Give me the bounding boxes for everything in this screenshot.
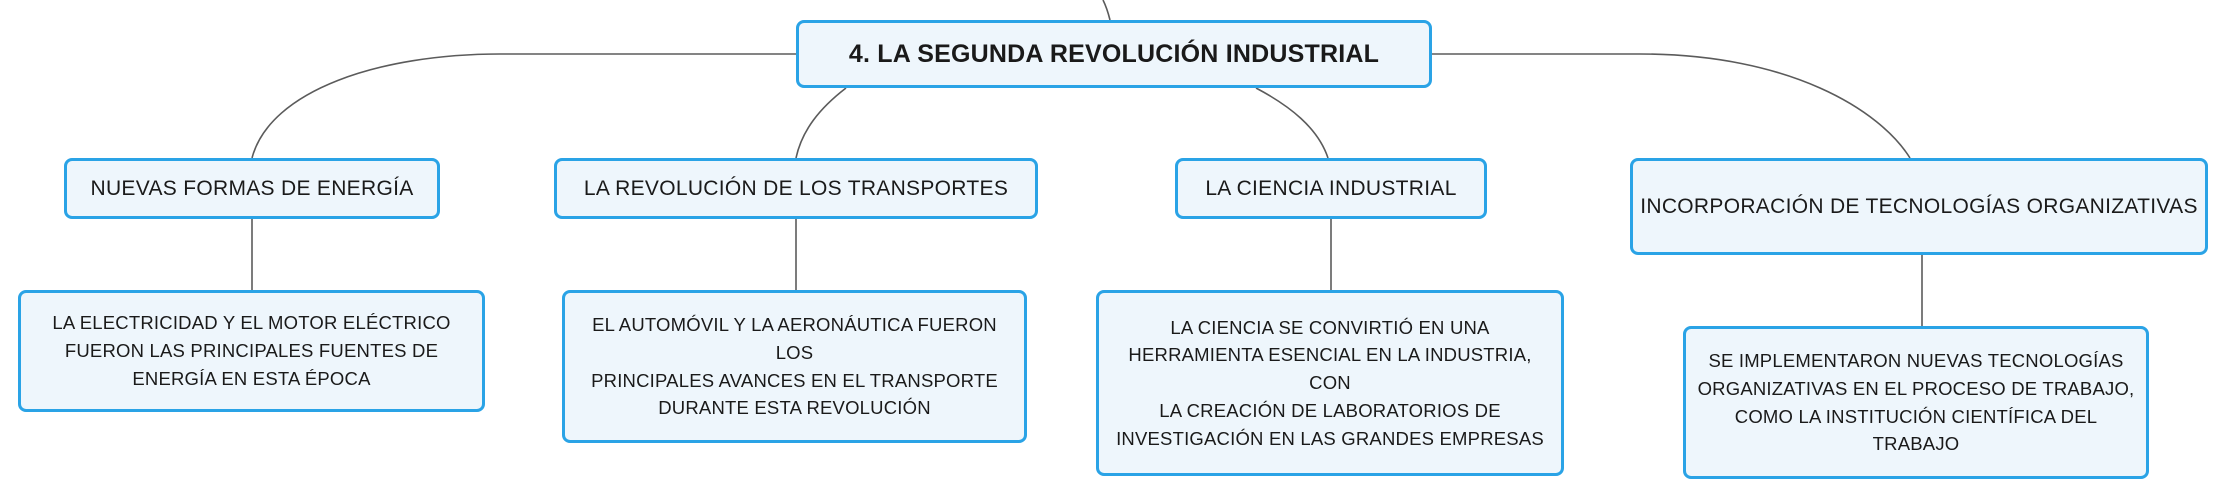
branch-label: LA REVOLUCIÓN DE LOS TRANSPORTES bbox=[583, 176, 1009, 200]
detail-line: HERRAMIENTA ESENCIAL EN LA INDUSTRIA, CO… bbox=[1128, 344, 1532, 394]
detail-line: LA CREACIÓN DE LABORATORIOS DE bbox=[1159, 399, 1501, 421]
detail-line: INVESTIGACIÓN EN LAS GRANDES EMPRESAS bbox=[1116, 427, 1544, 449]
detail-line: COMO LA INSTITUCIÓN CIENTÍFICA DEL TRABA… bbox=[1734, 405, 2098, 455]
connector-root-ciencia bbox=[1255, 87, 1329, 159]
detail-line: FUERON LAS PRINCIPALES FUENTES DE bbox=[64, 340, 439, 362]
detail-ciencia[interactable]: LA CIENCIA SE CONVIRTIÓ EN UNA HERRAMIEN… bbox=[1096, 290, 1564, 476]
detail-tecnologias[interactable]: SE IMPLEMENTARON NUEVAS TECNOLOGÍAS ORGA… bbox=[1683, 326, 2149, 479]
detail-line: DURANTE ESTA REVOLUCIÓN bbox=[658, 397, 931, 419]
detail-line: SE IMPLEMENTARON NUEVAS TECNOLOGÍAS bbox=[1708, 350, 2124, 371]
branch-label: NUEVAS FORMAS DE ENERGÍA bbox=[90, 176, 414, 200]
branch-label: LA CIENCIA INDUSTRIAL bbox=[1205, 176, 1457, 200]
detail-line: ORGANIZATIVAS EN EL PROCESO DE TRABAJO, bbox=[1697, 377, 2135, 399]
branch-nuevas-formas-energia[interactable]: NUEVAS FORMAS DE ENERGÍA bbox=[64, 158, 440, 219]
connector-root-parent bbox=[1102, 0, 1111, 21]
branch-ciencia-industrial[interactable]: LA CIENCIA INDUSTRIAL bbox=[1175, 158, 1487, 219]
detail-line: EL AUTOMÓVIL Y LA AERONÁUTICA FUERON LOS bbox=[592, 314, 997, 363]
branch-tecnologias-organizativas[interactable]: INCORPORACIÓN DE TECNOLOGÍAS ORGANIZATIV… bbox=[1630, 158, 2208, 255]
detail-transportes[interactable]: EL AUTOMÓVIL Y LA AERONÁUTICA FUERON LOS… bbox=[562, 290, 1027, 443]
detail-line: ENERGÍA EN ESTA ÉPOCA bbox=[132, 367, 371, 389]
root-topic-label: 4. LA SEGUNDA REVOLUCIÓN INDUSTRIAL bbox=[848, 39, 1380, 68]
branch-label: INCORPORACIÓN DE TECNOLOGÍAS ORGANIZATIV… bbox=[1640, 194, 2198, 218]
detail-line: LA CIENCIA SE CONVIRTIÓ EN UNA bbox=[1170, 316, 1490, 338]
detail-line: LA ELECTRICIDAD Y EL MOTOR ELÉCTRICO bbox=[52, 312, 451, 334]
connector-root-energia bbox=[251, 53, 796, 159]
detail-energia[interactable]: LA ELECTRICIDAD Y EL MOTOR ELÉCTRICO FUE… bbox=[18, 290, 485, 412]
connector-root-tecnologias bbox=[1432, 53, 1911, 159]
detail-line: PRINCIPALES AVANCES EN EL TRANSPORTE bbox=[591, 369, 998, 391]
connector-root-transportes bbox=[795, 87, 847, 159]
branch-revolucion-transportes[interactable]: LA REVOLUCIÓN DE LOS TRANSPORTES bbox=[554, 158, 1038, 219]
root-topic[interactable]: 4. LA SEGUNDA REVOLUCIÓN INDUSTRIAL bbox=[796, 20, 1432, 88]
